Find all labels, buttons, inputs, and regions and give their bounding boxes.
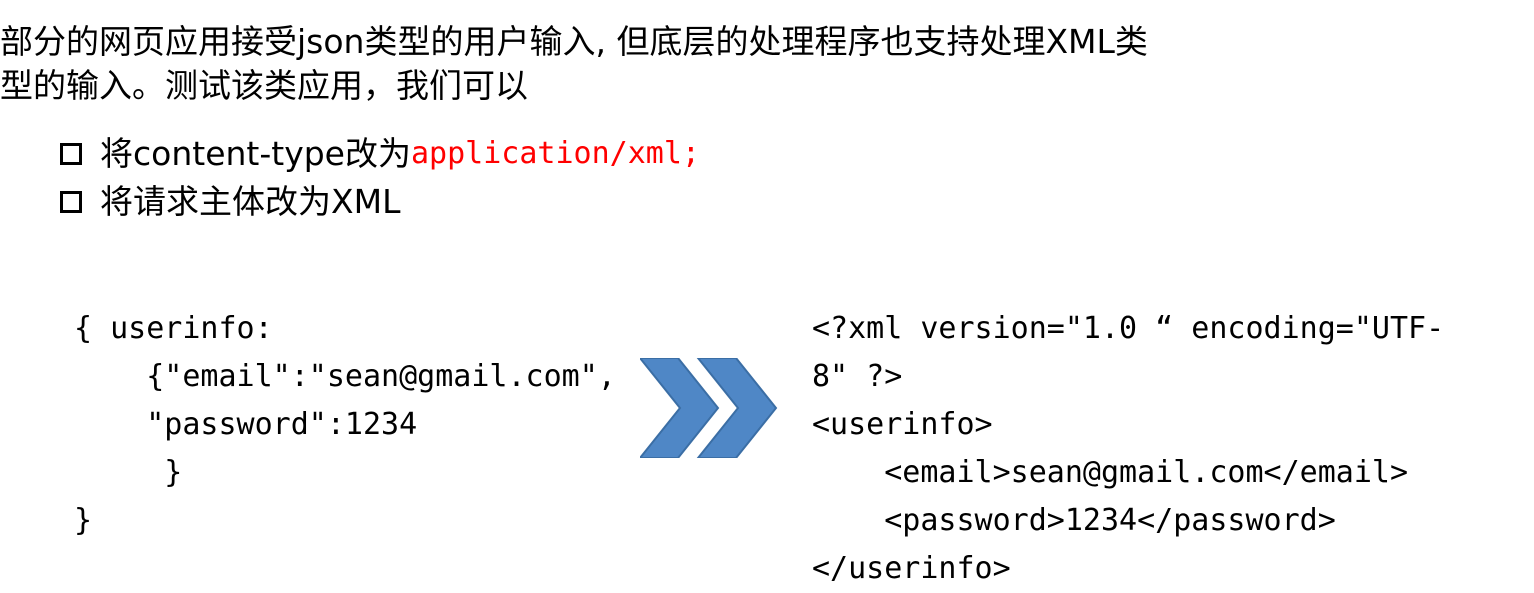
json-example: { userinfo: {"email":"sean@gmail.com", "… — [74, 305, 616, 545]
chevron-left-shape — [640, 358, 720, 458]
xml-line: <email>sean@gmail.com</email> — [812, 455, 1409, 490]
json-line: {"email":"sean@gmail.com", — [74, 359, 616, 394]
xml-line: </userinfo> — [812, 551, 1011, 586]
double-chevron-right-icon — [640, 358, 778, 458]
json-line: } — [74, 455, 183, 490]
bullet-item-request-body: 将请求主体改为XML — [60, 178, 700, 226]
bullet-text: 将content-type改为 — [100, 134, 411, 173]
chevron-right-shape — [696, 358, 778, 458]
checkbox-icon — [60, 143, 82, 165]
bullet-highlight: application/xml; — [410, 136, 700, 171]
intro-text: 部分的网页应用接受json类型的用户输入, 但底层的处理程序也支持处理XML类 … — [0, 20, 1440, 108]
json-line: } — [74, 503, 93, 538]
xml-line: <?xml version="1.0 “ encoding="UTF- — [812, 311, 1445, 346]
intro-line-1: 部分的网页应用接受json类型的用户输入, 但底层的处理程序也支持处理XML类 — [0, 22, 1148, 61]
checkbox-icon — [60, 191, 82, 213]
bullet-text: 将请求主体改为XML — [100, 182, 401, 221]
json-line: "password":1234 — [74, 407, 418, 442]
xml-line: 8" ?> — [812, 359, 903, 394]
xml-line: <password>1234</password> — [812, 503, 1336, 538]
xml-line: <userinfo> — [812, 407, 993, 442]
intro-line-2: 型的输入。测试该类应用，我们可以 — [0, 66, 528, 105]
xml-example: <?xml version="1.0 “ encoding="UTF- 8" ?… — [812, 305, 1444, 593]
json-line: { userinfo: — [74, 311, 273, 346]
